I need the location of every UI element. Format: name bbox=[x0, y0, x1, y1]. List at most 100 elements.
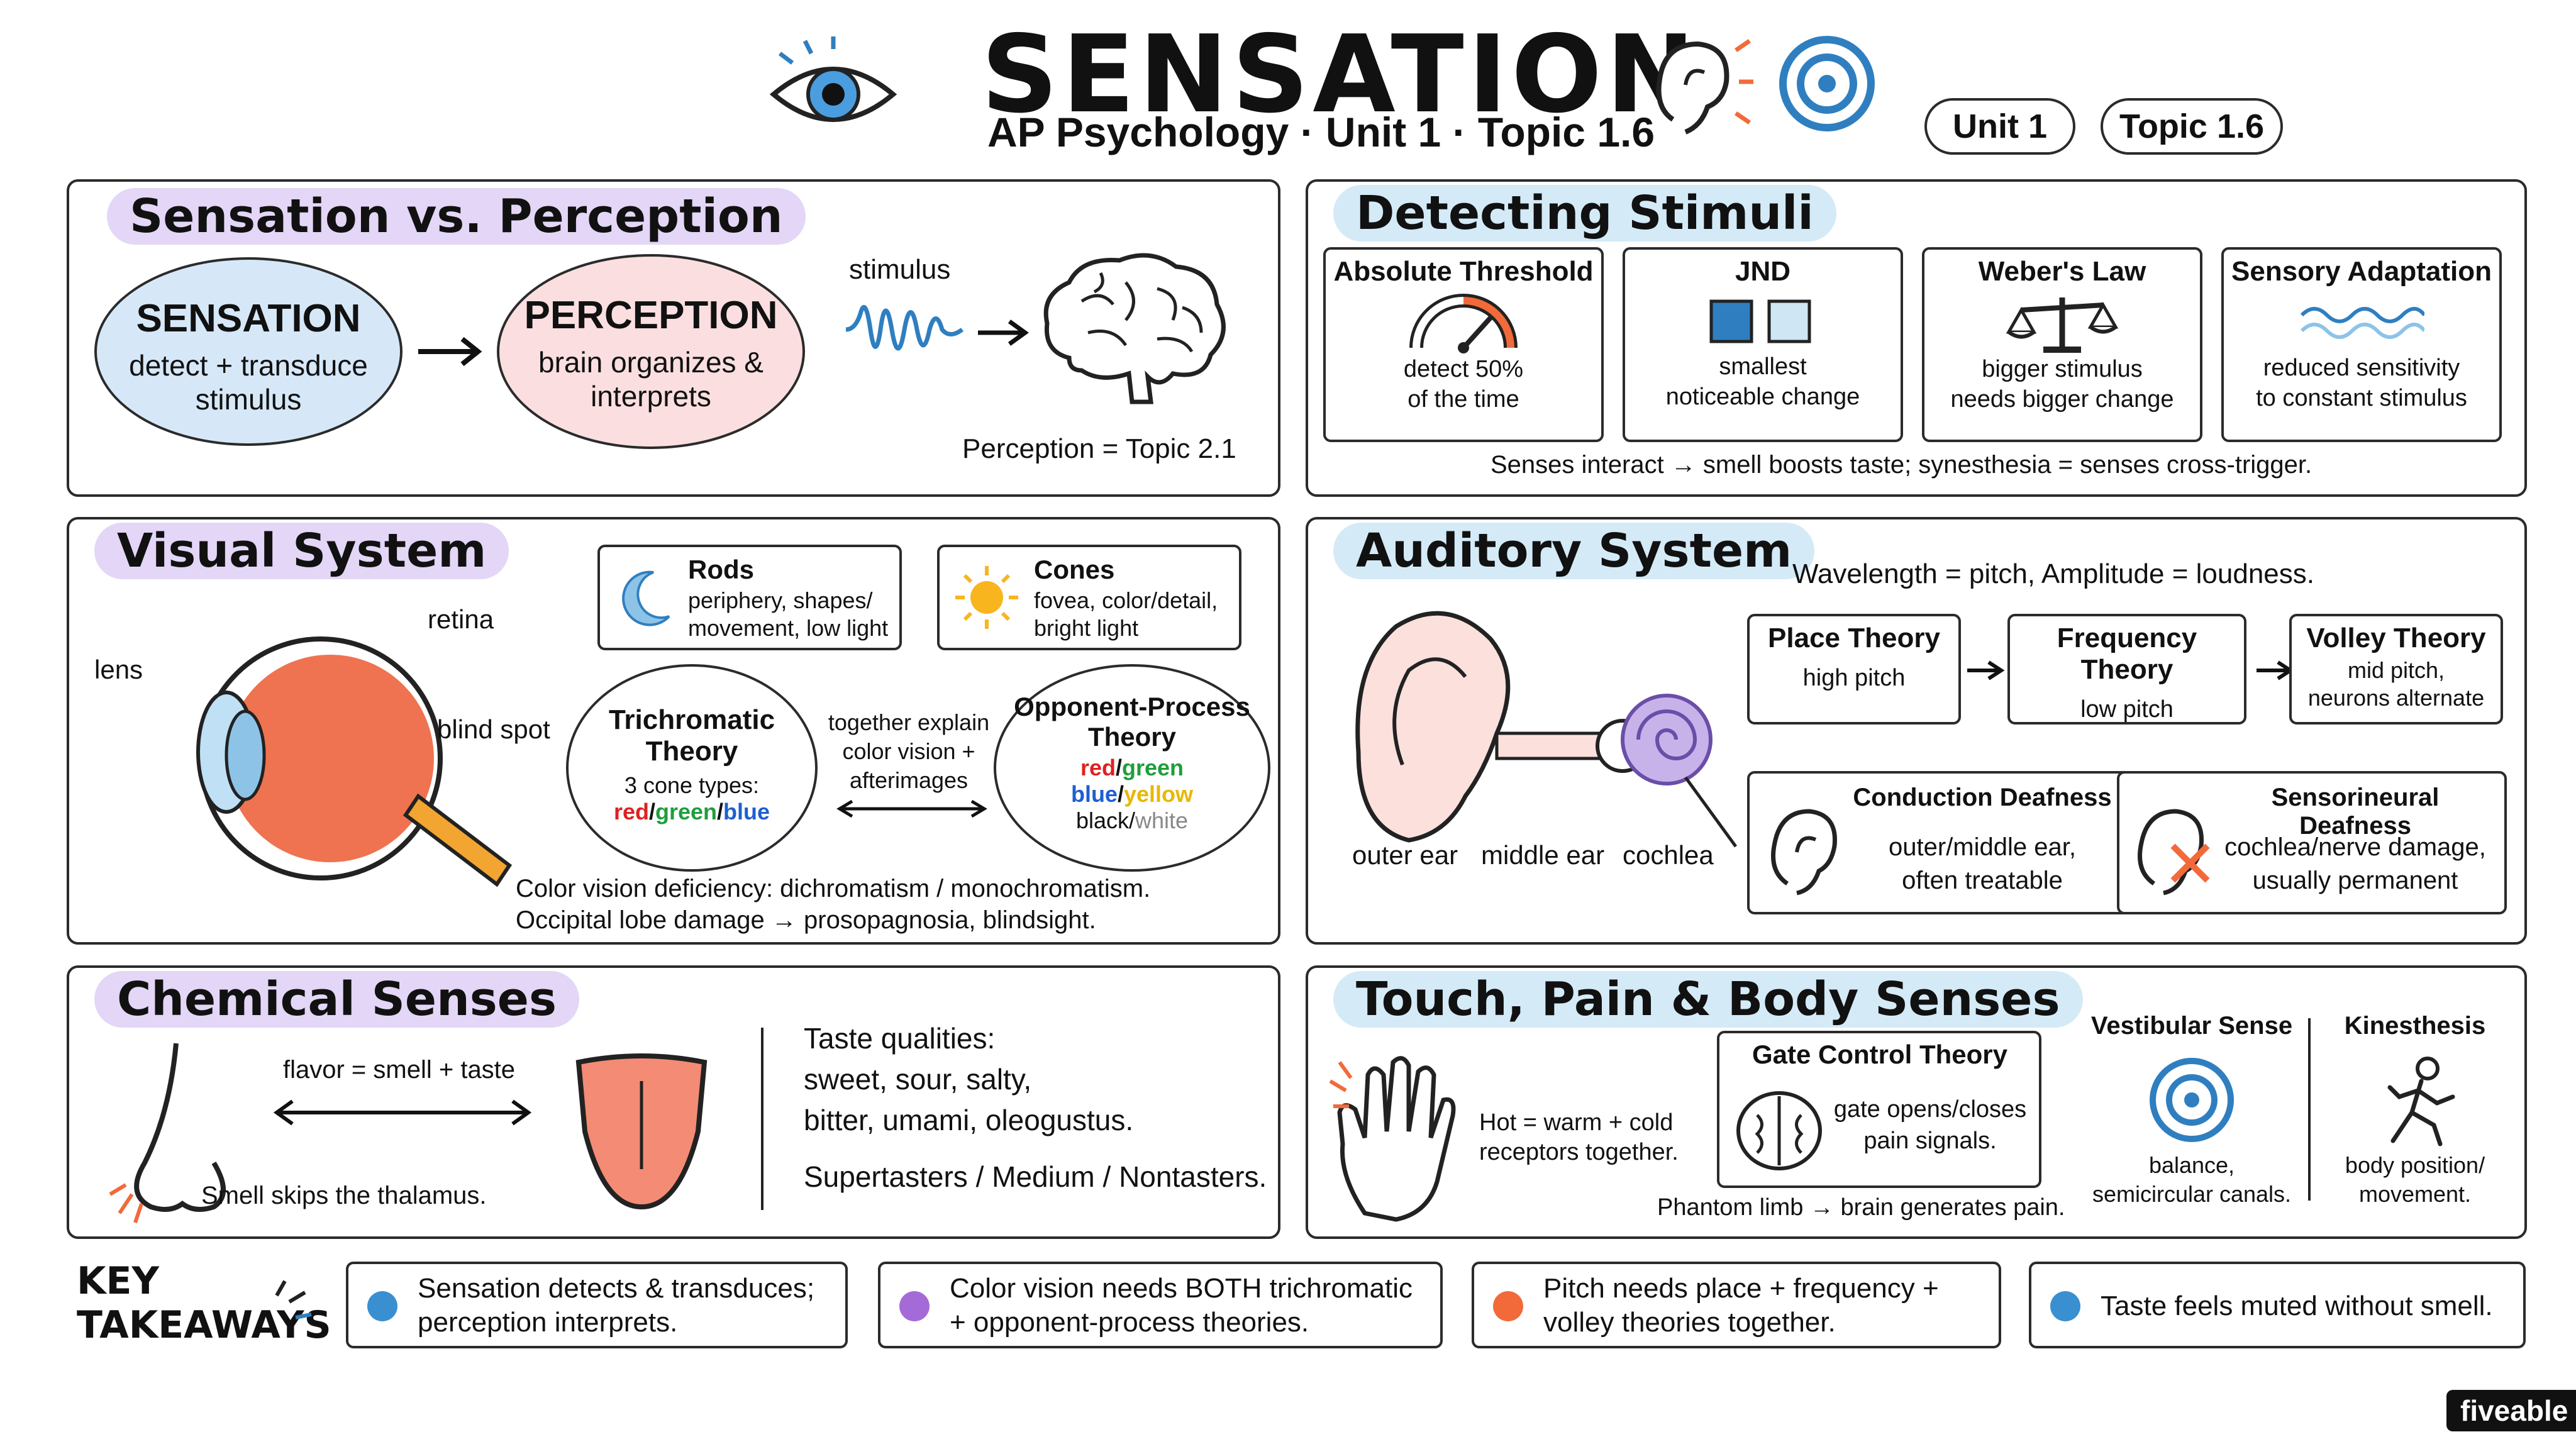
sensation-vs-perception-panel: Sensation vs. Perception SENSATION detec… bbox=[67, 179, 1280, 497]
chemical-senses-panel: Chemical Senses flavor = smell + taste S… bbox=[67, 965, 1280, 1239]
slash: / bbox=[1115, 755, 1122, 780]
double-arrow-icon bbox=[836, 799, 987, 818]
bullet-dot bbox=[1493, 1291, 1523, 1321]
sensation-desc: stimulus bbox=[195, 383, 302, 416]
takeaways-heading: KEY bbox=[77, 1259, 159, 1303]
takeaway-text: Sensation detects & transduces; bbox=[418, 1273, 815, 1304]
jnd-card: JND smallest noticeable change bbox=[1623, 247, 1903, 442]
taste-heading: Taste qualities: bbox=[804, 1022, 996, 1055]
tongue-icon bbox=[575, 1053, 708, 1210]
gauge-icon bbox=[1409, 294, 1518, 353]
vestibular-desc: balance, bbox=[2148, 1152, 2235, 1178]
takeaway-card: Sensation detects & transduces; percepti… bbox=[346, 1262, 848, 1348]
card-title: Sensory Adaptation bbox=[2231, 256, 2492, 287]
brain-icon bbox=[1043, 253, 1226, 404]
ear-icon bbox=[1656, 39, 1753, 135]
absolute-threshold-card: Absolute Threshold detect 50% of the tim… bbox=[1323, 247, 1604, 442]
theory-desc: low pitch bbox=[2080, 696, 2174, 723]
bullet-dot bbox=[367, 1291, 397, 1321]
together-line: color vision + bbox=[842, 738, 975, 764]
waves-icon bbox=[2300, 307, 2424, 339]
moon-icon bbox=[622, 570, 670, 626]
theory-title: Frequency Theory bbox=[2057, 623, 2197, 685]
section-title: Auditory System bbox=[1333, 523, 1815, 579]
touch-pain-panel: Touch, Pain & Body Senses Hot = warm + c… bbox=[1306, 965, 2527, 1239]
place-theory-box: Place Theory high pitch bbox=[1747, 614, 1961, 724]
running-person-icon bbox=[2387, 1057, 2455, 1146]
together-line: together explain bbox=[828, 709, 990, 735]
rods-desc: movement, low light bbox=[688, 615, 889, 641]
takeaway-text: perception interprets. bbox=[418, 1307, 678, 1338]
takeaway-card: Taste feels muted without smell. bbox=[2029, 1262, 2526, 1348]
card-line: smallest bbox=[1719, 353, 1807, 380]
opponent-pair: black/white bbox=[996, 808, 1268, 834]
opponent-pair: red/green bbox=[996, 755, 1268, 781]
card-title: Weber's Law bbox=[1978, 256, 2146, 287]
ear-x-icon bbox=[2138, 809, 2210, 896]
trichromatic-desc: 3 cone types: bbox=[624, 772, 760, 798]
vestibular-sense: Vestibular Sense balance, semicircular c… bbox=[2088, 1012, 2296, 1207]
rods-title: Rods bbox=[688, 555, 754, 584]
card-title: Absolute Threshold bbox=[1333, 256, 1594, 287]
arrow-icon bbox=[978, 319, 1029, 346]
sensorineural-desc: cochlea/nerve damage, bbox=[2224, 833, 2486, 861]
rods-box: Rods periphery, shapes/ movement, low li… bbox=[597, 545, 902, 650]
section-title: Touch, Pain & Body Senses bbox=[1333, 971, 2083, 1028]
rods-desc: periphery, shapes/ bbox=[688, 587, 873, 613]
theory-desc: neurons alternate bbox=[2307, 685, 2485, 711]
volley-theory-box: Volley Theory mid pitch, neurons alterna… bbox=[2289, 614, 2503, 724]
sensory-adaptation-card: Sensory Adaptation reduced sensitivity t… bbox=[2221, 247, 2502, 442]
retina-label: retina bbox=[428, 604, 494, 634]
sun-icon bbox=[955, 566, 1018, 629]
takeaway-text: Taste feels muted without smell. bbox=[2101, 1291, 2493, 1321]
takeaway-text: + opponent-process theories. bbox=[950, 1307, 1309, 1338]
opponent-title: Opponent-Process bbox=[1014, 692, 1250, 721]
eye-icon bbox=[769, 36, 897, 122]
opponent-title: Theory bbox=[1087, 722, 1177, 752]
conduction-desc: often treatable bbox=[1902, 867, 2063, 894]
color-white: white bbox=[1135, 808, 1189, 833]
card-line: bigger stimulus bbox=[1982, 356, 2143, 382]
color-green: green bbox=[655, 799, 718, 824]
scale-icon bbox=[2006, 297, 2119, 353]
perception-desc: interprets bbox=[591, 380, 711, 413]
card-line: noticeable change bbox=[1665, 384, 1860, 410]
target-icon bbox=[2150, 1058, 2234, 1142]
gate-desc: gate opens/closes bbox=[1833, 1096, 2027, 1123]
conduction-desc: outer/middle ear, bbox=[1889, 833, 2076, 861]
kinesthesis-title: Kinesthesis bbox=[2344, 1012, 2486, 1040]
page-subtitle: AP Psychology · Unit 1 · Topic 1.6 bbox=[987, 109, 1655, 155]
card-line: needs bigger change bbox=[1950, 386, 2174, 413]
conduction-deafness-box: Conduction Deafness outer/middle ear, of… bbox=[1747, 771, 2135, 914]
trichromatic-theory-bubble: Trichromatic Theory 3 cone types: red/gr… bbox=[566, 664, 818, 872]
topic-pill: Topic 1.6 bbox=[2101, 98, 2283, 155]
webers-law-card: Weber's Law bigger stimulus needs bigger… bbox=[1922, 247, 2202, 442]
bullet-dot bbox=[2050, 1291, 2080, 1321]
color-blue: blue bbox=[723, 799, 770, 824]
takeaway-text: Color vision needs BOTH trichromatic bbox=[950, 1273, 1413, 1304]
ear-icon bbox=[1771, 809, 1837, 896]
unit-pill: Unit 1 bbox=[1924, 98, 2075, 155]
arrow-icon bbox=[418, 336, 482, 367]
arrow-icon bbox=[1967, 660, 2005, 680]
auditory-intro: Wavelength = pitch, Amplitude = loudness… bbox=[1792, 558, 2314, 589]
taster-types: Supertasters / Medium / Nontasters. bbox=[804, 1160, 1267, 1193]
kinesthesis-desc: body position/ bbox=[2345, 1152, 2485, 1178]
card-line: of the time bbox=[1407, 386, 1519, 413]
cochlea-label: cochlea bbox=[1623, 840, 1714, 870]
squares-icon bbox=[1709, 299, 1811, 343]
sparkle-icon bbox=[275, 1280, 312, 1319]
sensorineural-title: Sensorineural Deafness bbox=[2271, 784, 2440, 840]
card-line: detect 50% bbox=[1403, 356, 1524, 382]
takeaway-text: Pitch needs place + frequency + bbox=[1543, 1273, 1939, 1304]
opponent-process-bubble: Opponent-Process Theory red/green blue/y… bbox=[994, 664, 1270, 872]
opponent-pair: blue/yellow bbox=[996, 781, 1268, 808]
sensorineural-deafness-box: Sensorineural Deafness cochlea/nerve dam… bbox=[2117, 771, 2507, 914]
hot-note: Hot = warm + cold bbox=[1479, 1109, 1674, 1136]
cones-desc: bright light bbox=[1034, 615, 1139, 641]
wave-icon bbox=[845, 304, 964, 351]
trichromatic-colors: red/green/blue bbox=[569, 799, 815, 825]
takeaways-heading: TAKEAWAYS bbox=[77, 1303, 331, 1347]
double-arrow-icon bbox=[273, 1099, 532, 1126]
card-title: JND bbox=[1735, 256, 1791, 287]
